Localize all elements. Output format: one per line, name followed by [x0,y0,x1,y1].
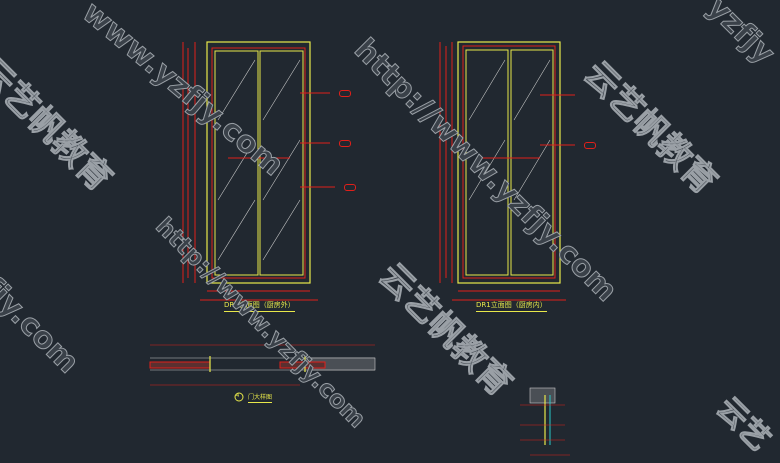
door-section-plan [149,344,376,402]
elevation-inside-title: DR1立面图（厨房内） [476,300,547,312]
section-title: 门大样图 [248,394,273,403]
callout-tag [584,142,596,149]
elevation-outside-title: DR1立面图（厨房外） [224,300,295,312]
callout-tag [344,184,356,191]
section-marker: 4 [236,393,240,399]
door-elevation-outside [182,41,335,301]
callout-tag [339,90,351,97]
callout-tag [339,140,351,147]
door-detail [520,387,570,456]
door-elevation-inside [439,41,575,301]
